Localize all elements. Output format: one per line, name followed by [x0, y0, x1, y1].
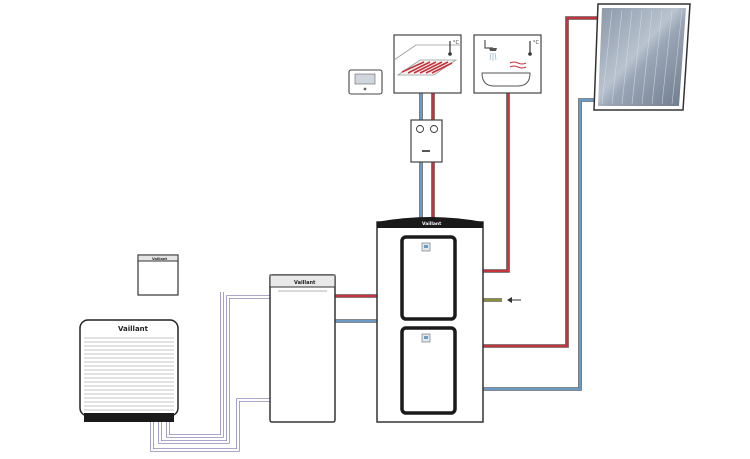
thermostat-icon: [348, 69, 383, 95]
storage-cylinder-icon: Vaillant: [376, 217, 484, 423]
shower-bath-icon: °C: [473, 34, 542, 94]
gas-inlet-arrow-icon: [507, 297, 521, 303]
solar-collector-icon: [593, 3, 691, 111]
floor-heating-temp-unit: °C: [453, 40, 460, 46]
outdoor-unit-brand: Vaillant: [118, 325, 149, 333]
brine-pipe-3: [167, 292, 223, 437]
brine-pipe-2: [159, 296, 272, 443]
hot-water-temp-unit: °C: [533, 40, 540, 46]
controller-brand: Vaillant: [152, 257, 167, 261]
controller-icon: Vaillant: [137, 254, 179, 296]
hydraulic-unit-brand: Vaillant: [294, 280, 316, 286]
outdoor-heat-pump-icon: Vaillant: [79, 319, 179, 422]
underfloor-heating-icon: °C: [393, 34, 462, 94]
solar-pipe-cold: [455, 98, 597, 391]
mixing-valve-icon: [410, 119, 443, 163]
hydraulic-unit-icon: Vaillant: [269, 274, 336, 423]
cylinder-brand: Vaillant: [422, 221, 442, 227]
solar-pipe-hot: [455, 16, 600, 348]
brine-pipe-1: [151, 399, 272, 451]
